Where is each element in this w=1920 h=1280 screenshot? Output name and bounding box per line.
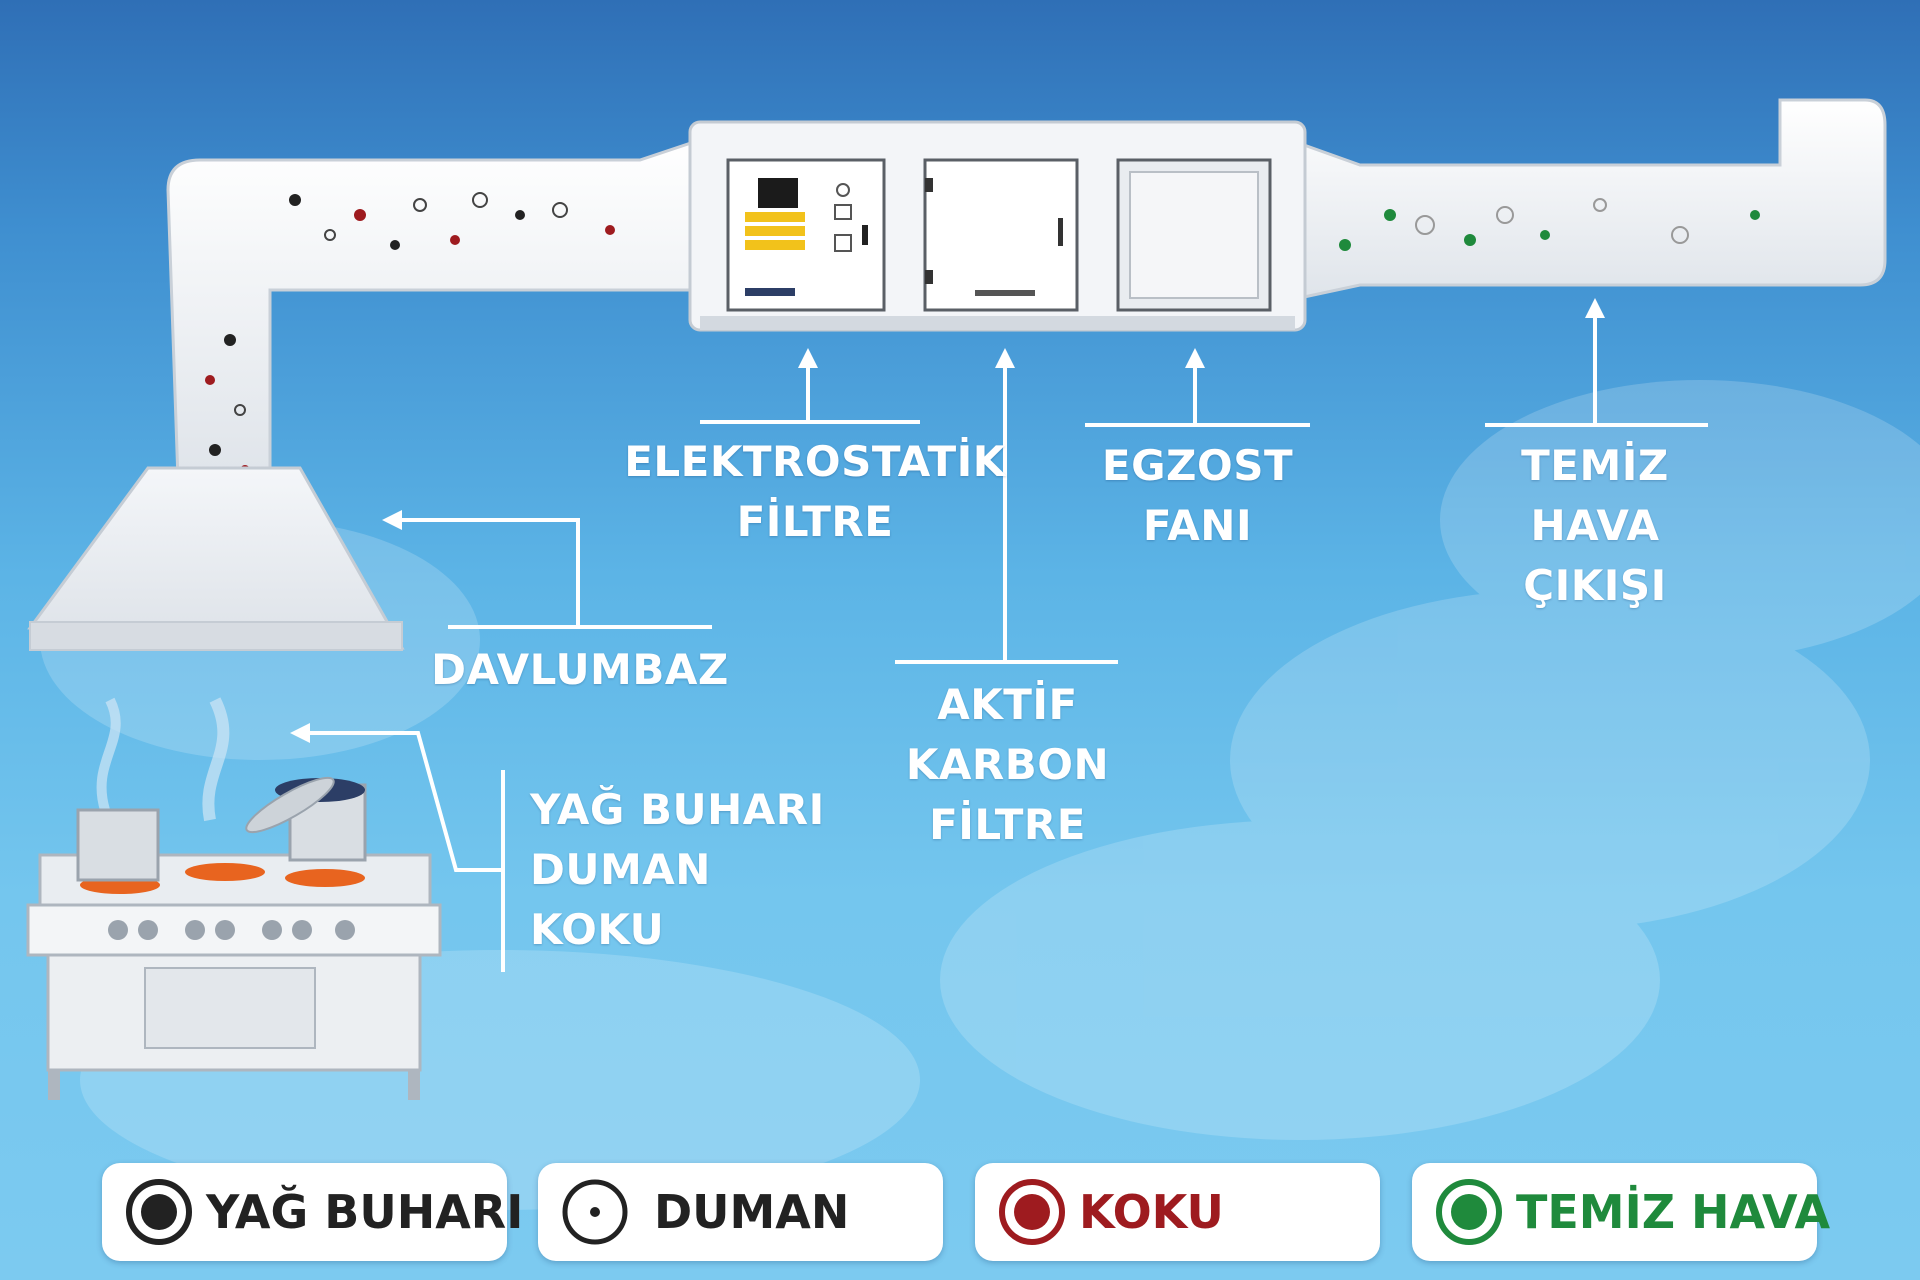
carbon-filter-panel [923,158,1079,312]
label-yag-buhari-duman-koku: YAĞ BUHARI DUMAN KOKU [530,780,830,960]
label-line: YAĞ BUHARI [530,785,825,834]
label-line: HAVA [1530,501,1660,550]
label-line: EGZOST [1101,441,1294,490]
label-line: FANI [1142,501,1253,550]
stove-illustration [26,697,442,1100]
legend-label: KOKU [1079,1185,1224,1239]
leader-lines [290,298,1708,972]
label-line: AKTİF [937,680,1078,729]
exhaust-fan-panel [1116,158,1272,312]
label-line: FİLTRE [736,497,894,546]
legend-label: DUMAN [654,1185,850,1239]
legend-label: TEMİZ HAVA [1516,1185,1831,1239]
label-line: ELEKTROSTATİK [624,437,1006,486]
label-davlumbaz: DAVLUMBAZ [430,640,730,700]
label-elektrostatik-filtre: ELEKTROSTATİK FİLTRE [620,432,1010,552]
label-egzost-fani: EGZOST FANI [1060,436,1335,556]
label-line: ÇIKIŞI [1523,561,1667,610]
label-line: KARBON [905,740,1110,789]
filled-black-dot-icon [126,1179,192,1245]
label-aktif-karbon-filtre: AKTİF KARBON FİLTRE [880,675,1135,855]
label-line: DUMAN [530,845,711,894]
label-line: KOKU [530,905,665,954]
label-line: FİLTRE [929,800,1086,849]
duct-system [166,98,1887,482]
green-dot-icon [1436,1179,1502,1245]
vertical-duct [166,137,702,482]
arrow-davlumbaz [382,510,580,627]
dirty-air-particles [205,192,615,475]
small-dot-ring-icon [562,1179,628,1245]
label-temiz-hava-cikisi: TEMİZ HAVA ÇIKIŞI [1460,436,1730,616]
label-line: TEMİZ [1521,441,1669,490]
red-dot-icon [999,1179,1065,1245]
exhaust-duct [1288,98,1887,302]
legend-item-temiz-hava: TEMİZ HAVA [1412,1163,1830,1261]
legend-item-duman: DUMAN [538,1163,943,1261]
clean-air-particles [1339,198,1760,251]
legend-item-yag-buhari: YAĞ BUHARI [102,1163,523,1261]
legend-item-koku: KOKU [975,1163,1380,1261]
label-line: DAVLUMBAZ [431,645,729,694]
legend-label: YAĞ BUHARI [206,1185,524,1239]
hood-illustration [27,466,405,651]
electrostatic-filter-panel [726,158,886,312]
arrow-kaynak [290,723,503,872]
